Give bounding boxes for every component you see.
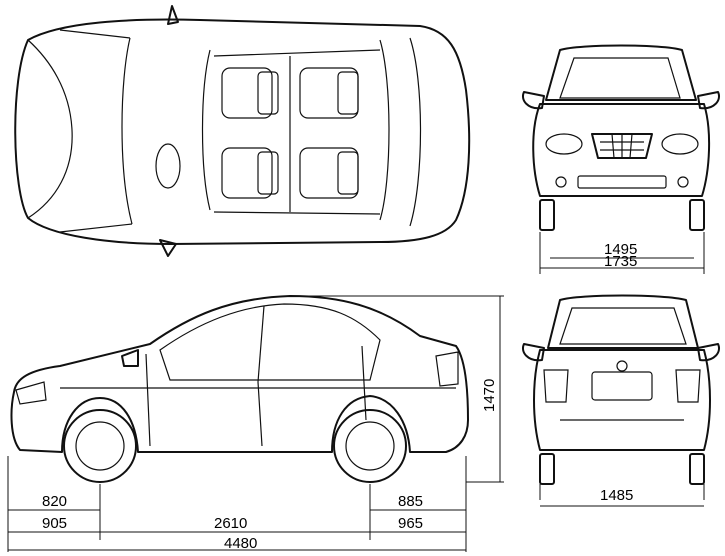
rear-overhang-label: 965 — [398, 515, 423, 532]
overall-width-label: 1735 — [604, 253, 637, 270]
wheelbase-label: 2610 — [214, 515, 247, 532]
rear-view — [522, 294, 720, 485]
front-track-label: 1495 — [604, 241, 637, 258]
overall-length-label: 4480 — [224, 535, 257, 552]
top-view — [14, 5, 471, 257]
front-overhang-label: 905 — [42, 515, 67, 532]
front-view — [522, 44, 720, 231]
overall-height-label: 1470 — [481, 379, 498, 412]
front-wheel-to-bumper-label: 820 — [42, 493, 67, 510]
side-view — [10, 295, 469, 483]
dimension-lines — [7, 232, 705, 552]
rear-track-label: 1485 — [600, 487, 633, 504]
rear-wheel-to-bumper-label: 885 — [398, 493, 423, 510]
